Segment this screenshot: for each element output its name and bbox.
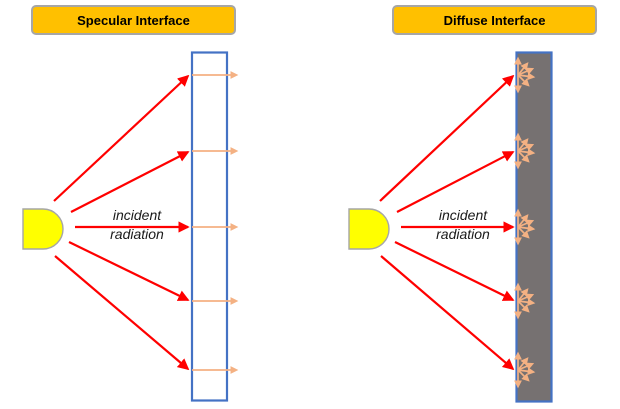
light-source-icon [348, 208, 390, 250]
caption-line: incident [112, 207, 162, 223]
incident-ray [394, 241, 515, 301]
incident-ray [396, 151, 515, 213]
caption-line: incident [438, 207, 488, 223]
incident-ray [68, 241, 190, 301]
diffuse-incident-rays [379, 74, 515, 371]
caption-line: radiation [436, 226, 490, 242]
diffuse-title-banner: Diffuse Interface [392, 5, 597, 35]
diffuse-caption: incident radiation [413, 206, 513, 244]
caption-line: radiation [110, 226, 164, 242]
specular-title-banner: Specular Interface [31, 5, 236, 35]
incident-ray [379, 74, 515, 202]
transmitted-rays [192, 71, 239, 374]
specular-title: Specular Interface [77, 12, 190, 28]
incident-ray [380, 255, 515, 371]
incident-ray [70, 151, 190, 213]
incident-ray [54, 255, 190, 371]
specular-caption: incident radiation [87, 206, 187, 244]
diffuse-title: Diffuse Interface [443, 12, 546, 28]
specular-incident-rays [53, 74, 190, 371]
incident-ray [53, 74, 190, 202]
light-source-icon [22, 208, 64, 250]
